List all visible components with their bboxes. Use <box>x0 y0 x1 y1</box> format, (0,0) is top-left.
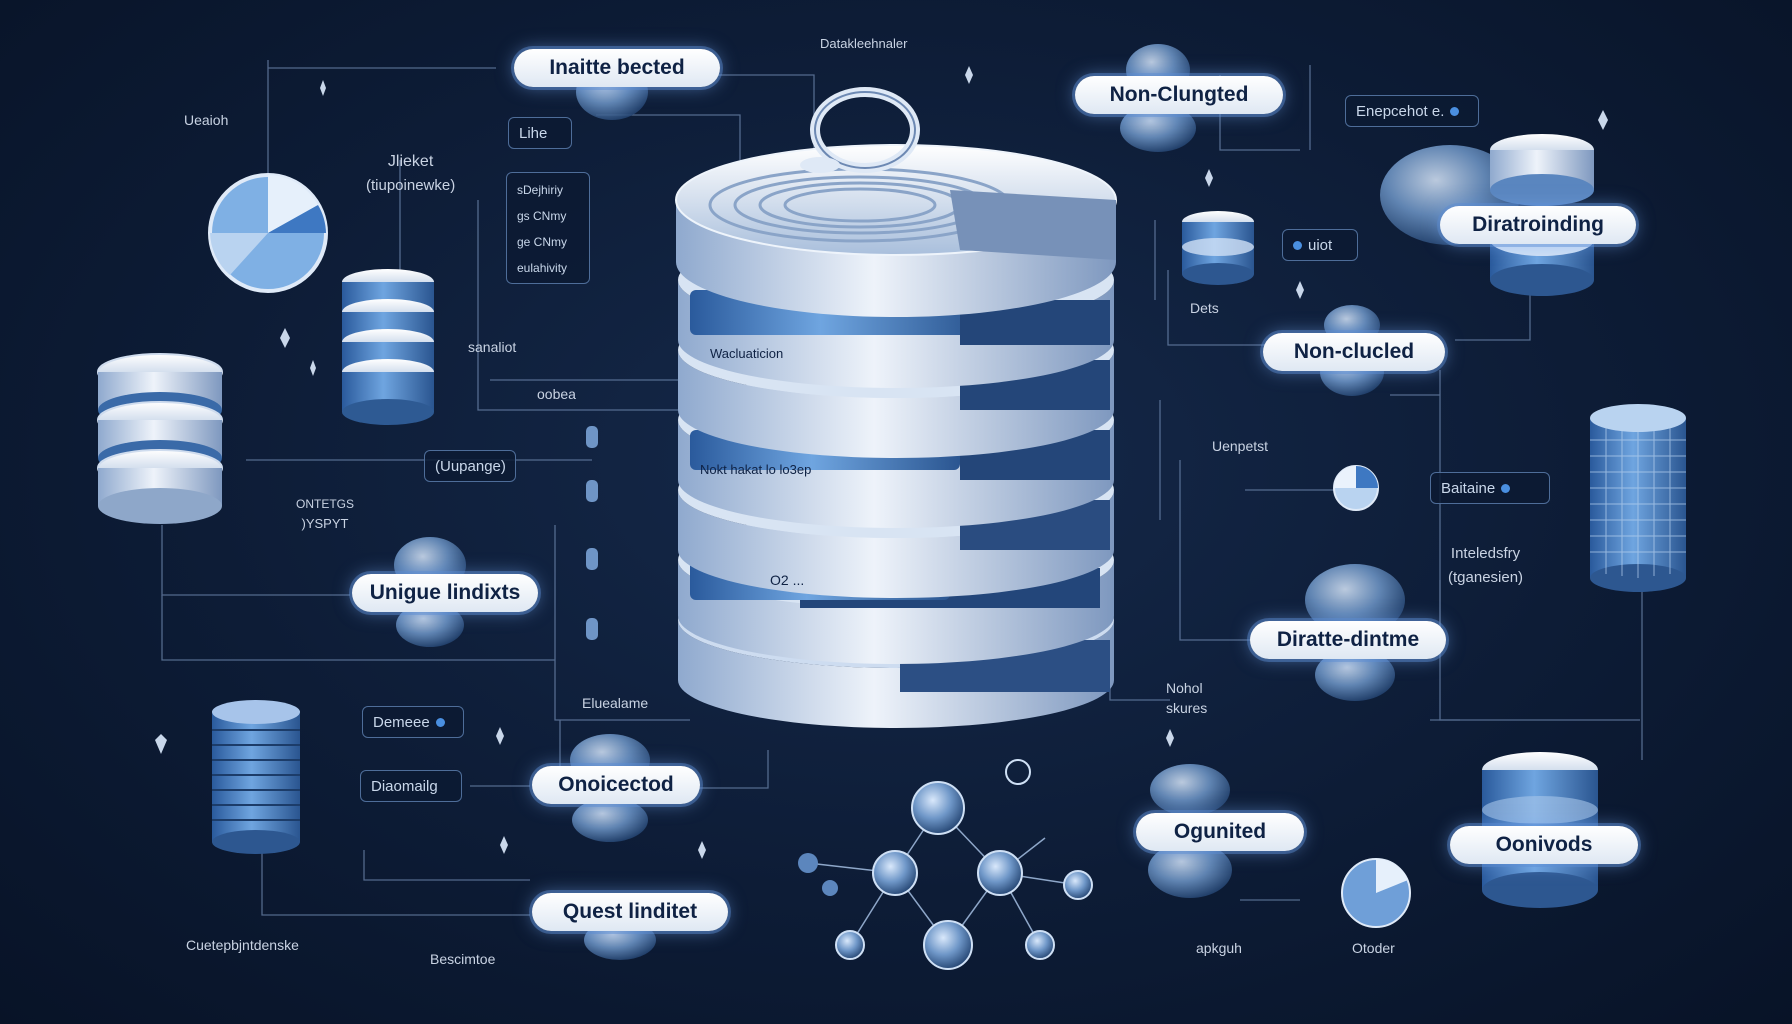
label-ogunited: Ogunited <box>1136 813 1304 851</box>
list-item: eulahivity <box>517 261 568 275</box>
database-icon-right-grid <box>1590 404 1686 592</box>
label-ontetgs: ONTETGS <box>296 497 355 511</box>
label-skures: skures <box>1166 700 1208 716</box>
network-graph <box>798 759 1093 970</box>
server-band-label: O2 ... <box>770 572 805 588</box>
label-apkguh: apkguh <box>1196 940 1242 956</box>
database-icon-dets <box>1182 211 1254 285</box>
label-tganesien: (tganesien) <box>1448 569 1524 586</box>
box-lihe-text: Lihe <box>519 124 548 142</box>
label-inteledsfry: Inteledsfry <box>1450 545 1521 562</box>
box-enepcehot: Enepcehot e. <box>1345 95 1479 127</box>
list-item: sDejhiriy <box>517 183 564 197</box>
label-cuetepbjntdenske: Cuetepbjntdenske <box>186 937 299 953</box>
label-otoder: Otoder <box>1352 940 1395 956</box>
label-jlieket: Jlieket <box>387 153 434 170</box>
dot-icon <box>1450 106 1460 116</box>
label-eluealame: Eluealame <box>582 695 649 711</box>
label-nohol: Nohol <box>1166 680 1203 696</box>
label-oobea: oobea <box>537 386 576 402</box>
label-dets: Dets <box>1190 300 1219 316</box>
box-uiot: uiot <box>1282 229 1358 261</box>
box-lihe: Lihe <box>508 117 572 149</box>
box-uupange-text: (Uupange) <box>435 457 506 475</box>
server-band-label: Wacluaticion <box>710 346 784 361</box>
label-tiupoinewke: (tiupoinewke) <box>366 177 456 194</box>
side-list: sDejhiriy gs CNmy ge CNmy eulahivity <box>506 172 590 284</box>
box-uiot-text: uiot <box>1308 236 1333 254</box>
label-sanaliot: sanaliot <box>468 339 517 355</box>
pie-chart-icon-small <box>1333 465 1379 511</box>
box-uupange: (Uupange) <box>424 450 516 482</box>
label-non-clungted: Non-Clungted <box>1075 76 1283 114</box>
box-baitaine-text: Baitaine <box>1441 479 1496 497</box>
label-inteledsfry-group: Inteledsfry (tganesien) <box>1448 542 1523 590</box>
label-uenpetst: Uenpetst <box>1212 438 1269 454</box>
pie-chart-icon <box>208 173 328 293</box>
label-oonivods: Oonivods <box>1450 826 1638 864</box>
box-baitaine: Baitaine <box>1430 472 1550 504</box>
list-item: ge CNmy <box>517 235 568 249</box>
label-jlieket-group: Jlieket (tiupoinewke) <box>366 150 455 198</box>
dot-icon <box>1501 483 1511 493</box>
label-unigue-lindixts: Unigue lindixts <box>352 574 538 612</box>
server-band-label: Nokt hakat lo lo3ep <box>700 462 812 477</box>
label-onoicectod: Onoicectod <box>532 766 700 804</box>
server-top <box>675 87 1117 317</box>
central-server-stack <box>675 87 1117 728</box>
label-ontetgs-group: ONTETGS )YSPYT <box>296 494 354 534</box>
box-diaomailg-text: Diaomailg <box>371 777 438 795</box>
label-yspyt: )YSPYT <box>301 516 349 531</box>
list-item: gs CNmy <box>517 209 567 223</box>
label-datakleehnaler: Datakleehnaler <box>820 36 908 51</box>
dot-icon <box>1293 240 1302 250</box>
label-inaitte-bected: Inaitte bected <box>514 49 720 87</box>
label-bescimtoe: Bescimtoe <box>430 951 496 967</box>
box-enepcehot-text: Enepcehot e. <box>1356 102 1445 120</box>
box-demeee: Demeee <box>362 706 464 738</box>
label-non-clucled: Non-clucled <box>1263 333 1445 371</box>
database-icon-small-left <box>342 269 434 425</box>
label-diratte-dintme: Diratte-dintme <box>1250 621 1446 659</box>
database-icon-left <box>97 353 223 524</box>
database-icon-bottom-left <box>212 700 300 854</box>
dot-icon <box>435 717 445 727</box>
label-ueaioh: Ueaioh <box>184 112 229 128</box>
pie-chart-icon-bottom <box>1341 858 1411 928</box>
box-diaomailg: Diaomailg <box>360 770 462 802</box>
label-quest-linditet: Quest linditet <box>532 893 728 931</box>
key-icons <box>586 426 598 640</box>
box-demeee-text: Demeee <box>373 713 430 731</box>
label-diratroinding: Diratroinding <box>1440 206 1636 244</box>
